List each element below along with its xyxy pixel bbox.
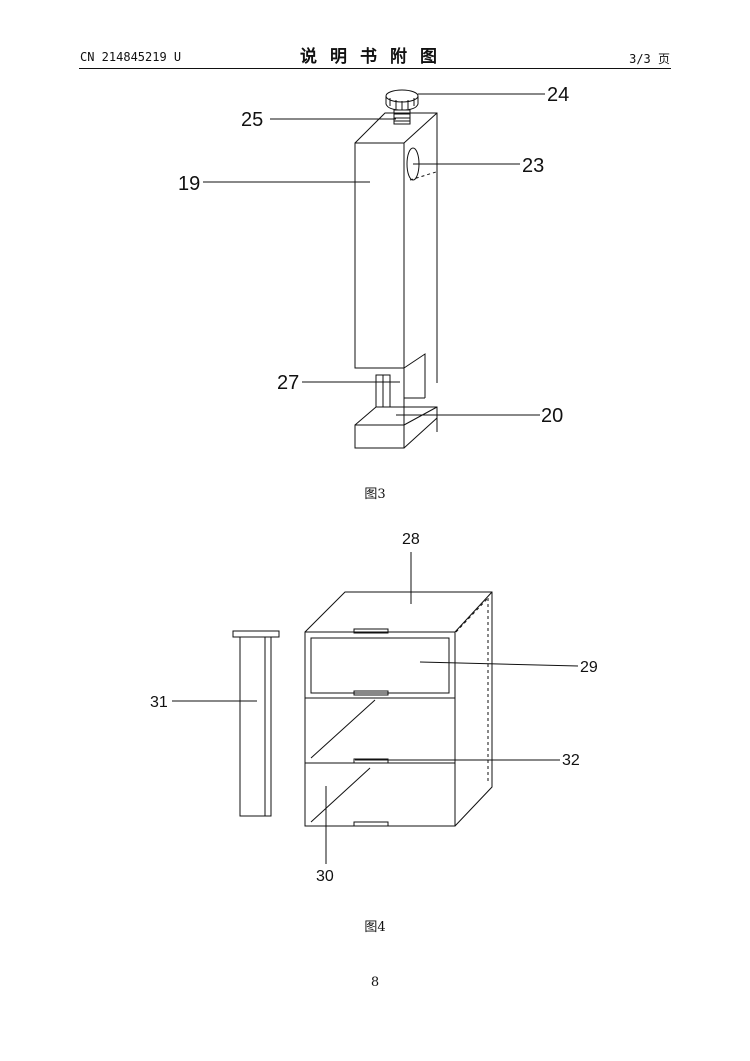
figure-4-caption: 图4	[364, 920, 386, 935]
cabinet-28	[304, 631, 456, 827]
document-section-title: 说明书附图	[300, 47, 450, 67]
label-23: 23	[522, 155, 544, 177]
label-27: 27	[277, 372, 299, 394]
threaded-stem-25	[393, 109, 411, 125]
patent-number: CN 214845219 U	[80, 50, 182, 64]
label-31: 31	[150, 694, 168, 711]
figure-3-drawing: 24 25 23 19 27 20	[178, 84, 569, 449]
plate-31	[239, 637, 272, 817]
label-24: 24	[547, 84, 569, 106]
label-19: 19	[178, 173, 200, 195]
page-number: 8	[370, 975, 380, 990]
label-20: 20	[541, 405, 563, 427]
label-29: 29	[580, 659, 598, 676]
label-32: 32	[562, 752, 580, 769]
label-30: 30	[316, 868, 334, 885]
figure-4-drawing: 28 29 31 32 30	[150, 531, 598, 885]
plate-31-top	[232, 630, 280, 638]
figure-3-caption: 图3	[364, 487, 386, 502]
page-count: 3/3 页	[629, 52, 670, 66]
header-divider	[79, 68, 671, 69]
label-25: 25	[241, 109, 263, 131]
drawer-29	[310, 637, 450, 694]
slot-32	[353, 758, 389, 764]
base-foot-20	[354, 424, 405, 449]
label-28: 28	[402, 531, 420, 548]
